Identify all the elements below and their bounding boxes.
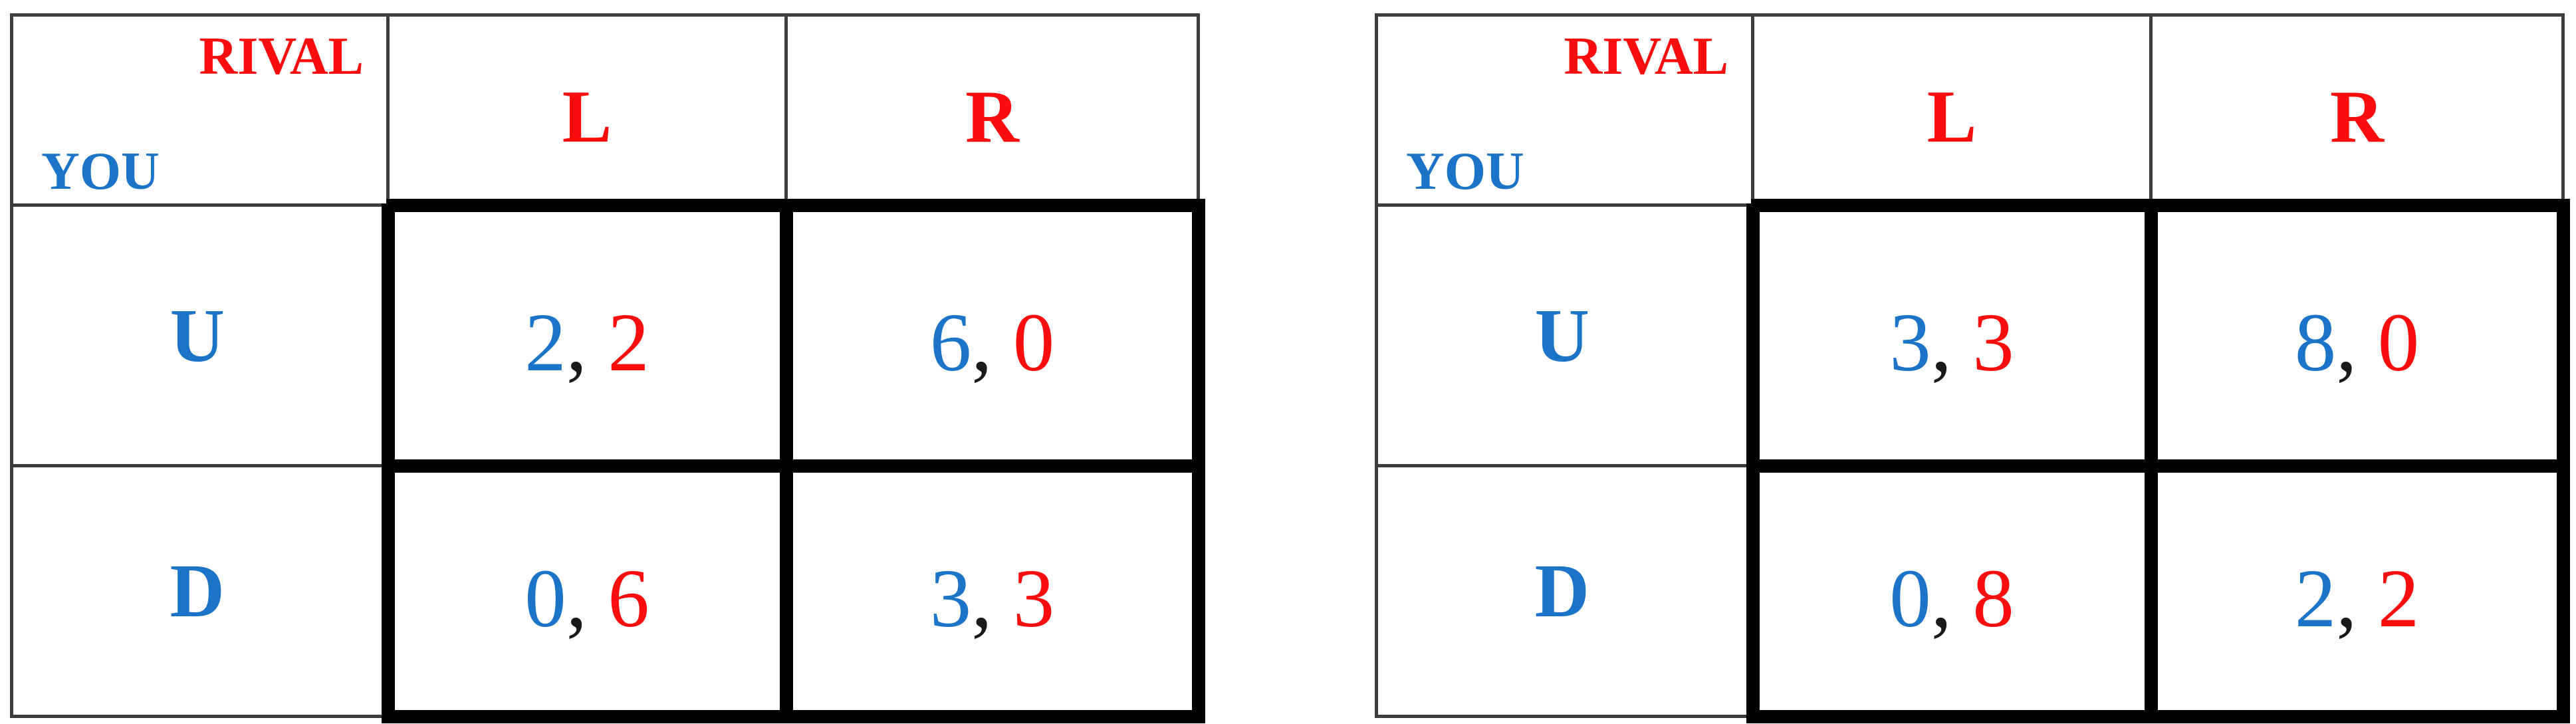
- payoff-separator: ,: [971, 552, 1013, 645]
- column-player-label: RIVAL: [1564, 27, 1729, 86]
- you-payoff: 6: [929, 297, 972, 389]
- you-payoff: 2: [2294, 552, 2337, 645]
- payoff-cell-DL: 0, 6: [381, 459, 793, 723]
- you-payoff: 2: [525, 297, 566, 389]
- payoff-cell-UL: 3, 3: [1746, 198, 2158, 473]
- row-header-D: D: [10, 464, 390, 718]
- row-U: U 2, 2 6, 0: [10, 198, 1205, 473]
- header-row: RIVAL YOU L R: [1375, 13, 2565, 207]
- payoff-cell-DR: 3, 3: [779, 459, 1205, 723]
- payoff-cell-DR: 2, 2: [2144, 459, 2570, 723]
- row-header-U: U: [10, 203, 390, 467]
- payoff-separator: ,: [566, 552, 608, 645]
- corner-cell: RIVAL YOU: [1375, 13, 1754, 207]
- you-payoff: 3: [929, 552, 972, 645]
- payoff-separator: ,: [971, 297, 1013, 389]
- payoff-cell-DL: 0, 8: [1746, 459, 2158, 723]
- col-header-R: R: [2149, 13, 2565, 207]
- rival-payoff: 3: [1012, 552, 1055, 645]
- col-header-L: L: [386, 13, 788, 207]
- row-header-D: D: [1375, 464, 1754, 718]
- rival-payoff: 2: [2377, 552, 2420, 645]
- row-D: D 0, 6 3, 3: [10, 459, 1205, 723]
- payoff-separator: ,: [566, 297, 608, 389]
- you-payoff: 8: [2294, 297, 2337, 389]
- payoff-separator: ,: [2336, 297, 2378, 389]
- rival-payoff: 0: [2377, 297, 2420, 389]
- row-header-U: U: [1375, 203, 1754, 467]
- payoff-matrix-left: RIVAL YOU L R U 2, 2 6, 0 D 0, 6 3, 3: [10, 13, 1205, 723]
- rival-payoff: 0: [1012, 297, 1055, 389]
- payoff-separator: ,: [1931, 552, 1973, 645]
- you-payoff: 3: [1889, 297, 1931, 389]
- col-header-L: L: [1751, 13, 2153, 207]
- payoff-cell-UR: 6, 0: [779, 198, 1205, 473]
- payoff-matrix-right: RIVAL YOU L R U 3, 3 8, 0 D 0, 8 2, 2: [1375, 13, 2570, 723]
- header-row: RIVAL YOU L R: [10, 13, 1200, 207]
- row-player-label: YOU: [1406, 142, 1524, 201]
- rival-payoff: 3: [1972, 297, 2014, 389]
- payoff-separator: ,: [2336, 552, 2378, 645]
- rival-payoff: 8: [1972, 552, 2014, 645]
- you-payoff: 0: [1889, 552, 1931, 645]
- payoff-cell-UR: 8, 0: [2144, 198, 2570, 473]
- row-player-label: YOU: [41, 142, 160, 201]
- row-U: U 3, 3 8, 0: [1375, 198, 2570, 473]
- rival-payoff: 2: [608, 297, 649, 389]
- column-player-label: RIVAL: [199, 27, 364, 86]
- corner-cell: RIVAL YOU: [10, 13, 390, 207]
- you-payoff: 0: [525, 552, 566, 645]
- payoff-cell-UL: 2, 2: [381, 198, 793, 473]
- col-header-R: R: [784, 13, 1200, 207]
- rival-payoff: 6: [608, 552, 649, 645]
- row-D: D 0, 8 2, 2: [1375, 459, 2570, 723]
- payoff-separator: ,: [1931, 297, 1973, 389]
